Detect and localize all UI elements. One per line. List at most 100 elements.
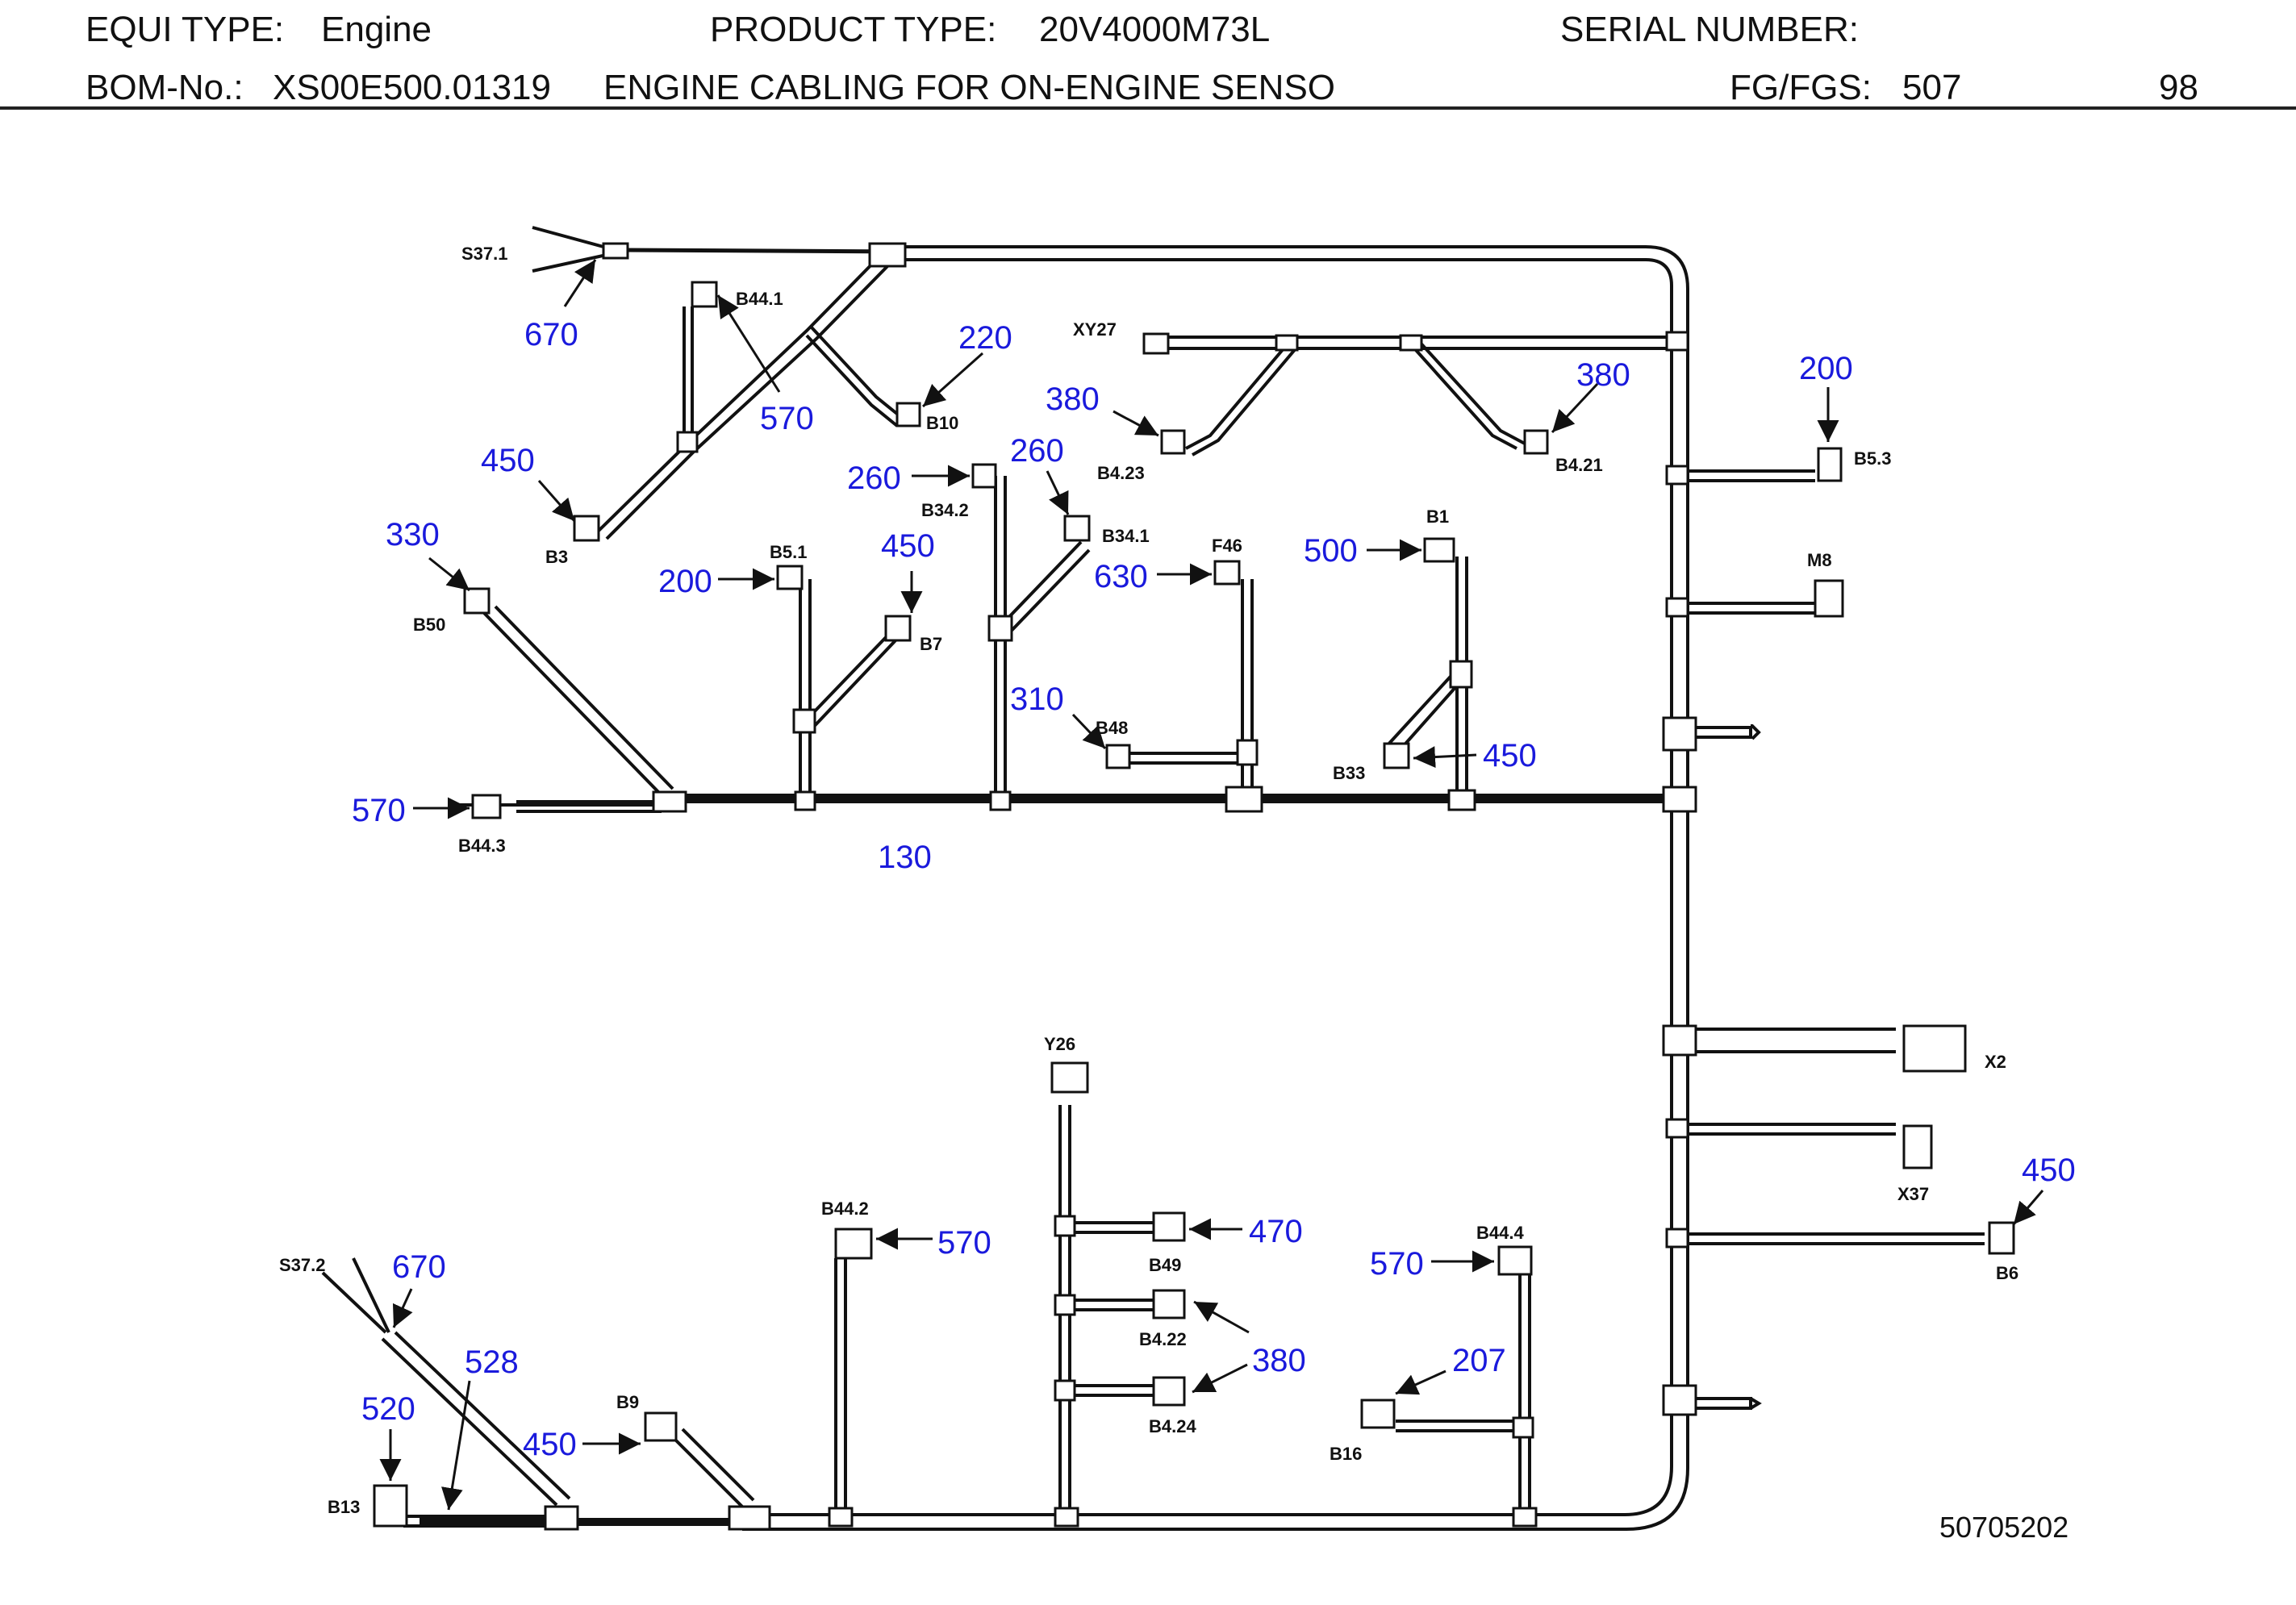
branch-b50 xyxy=(482,605,674,797)
label-b50: B50 xyxy=(413,615,445,635)
product-type-label: PRODUCT TYPE: xyxy=(710,10,997,49)
label-b1: B1 xyxy=(1426,507,1449,527)
callout-numbers: 670 570 220 380 380 200 450 260 260 330 … xyxy=(352,317,2076,1462)
clip-bottom-2 xyxy=(1054,1507,1079,1528)
clip-right-5 xyxy=(1662,786,1697,813)
label-b49: B49 xyxy=(1149,1255,1181,1275)
bom-description: ENGINE CABLING FOR ON-ENGINE SENSO xyxy=(603,68,1336,107)
label-b5-3: B5.3 xyxy=(1854,448,1891,469)
label-xy27: XY27 xyxy=(1073,319,1117,340)
branch-b49 xyxy=(1070,1221,1154,1234)
branch-b44-2 xyxy=(834,1258,847,1516)
connector-b50-symbol xyxy=(463,587,491,615)
label-x2: X2 xyxy=(1985,1052,2006,1072)
clip-y26-2 xyxy=(1054,1294,1076,1316)
connector-b48-symbol xyxy=(1105,744,1131,769)
callout-670-top: 670 xyxy=(524,317,578,352)
clip-bottom-4 xyxy=(728,1505,771,1531)
callout-207: 207 xyxy=(1452,1343,1506,1378)
label-y26: Y26 xyxy=(1044,1034,1075,1054)
callout-630: 630 xyxy=(1094,559,1148,594)
label-s37-2: S37.2 xyxy=(279,1255,326,1275)
fg-label: FG/FGS: xyxy=(1730,68,1872,107)
callout-450-b3: 450 xyxy=(481,443,535,478)
connector-m8-symbol xyxy=(1814,579,1844,618)
label-b5-1: B5.1 xyxy=(770,542,807,562)
connector-y26-symbol xyxy=(1050,1061,1089,1094)
label-b44-2: B44.2 xyxy=(821,1199,869,1219)
label-b34-2: B34.2 xyxy=(921,500,969,520)
label-b16: B16 xyxy=(1330,1444,1362,1464)
harness-clips xyxy=(544,242,1697,1531)
clip-right-9 xyxy=(1662,1384,1697,1416)
callout-260-b34-1: 260 xyxy=(1010,433,1064,469)
callout-arrows xyxy=(379,259,2044,1511)
clip-b16 xyxy=(1512,1416,1534,1439)
callout-450-b33: 450 xyxy=(1483,738,1537,773)
callout-450-b9: 450 xyxy=(523,1427,577,1462)
clip-mid-2 xyxy=(794,790,816,811)
callout-330: 330 xyxy=(386,517,440,552)
branch-b44-3 xyxy=(516,800,662,813)
branch-b4-23 xyxy=(1185,340,1299,456)
branch-b4-21 xyxy=(1407,337,1526,450)
callout-570-b44-1: 570 xyxy=(760,401,814,436)
connector-b9-symbol xyxy=(644,1411,678,1442)
branch-b5-3 xyxy=(1688,469,1815,482)
connector-b4-24-symbol xyxy=(1152,1376,1186,1407)
callout-670-bottom: 670 xyxy=(392,1249,446,1285)
connector-b13-symbol xyxy=(373,1484,408,1528)
branch-b44-1 xyxy=(683,306,694,442)
connector-b5-1-symbol xyxy=(776,565,804,590)
callout-380-bottom: 380 xyxy=(1252,1343,1306,1378)
connector-b3-symbol xyxy=(573,515,600,542)
clip-y26-3 xyxy=(1054,1379,1076,1402)
clip-mid-4 xyxy=(1225,786,1263,813)
connector-x37-symbol xyxy=(1902,1124,1933,1169)
clip-right-1 xyxy=(1665,331,1689,352)
arrow-450-b3 xyxy=(537,480,576,522)
label-b44-1: B44.1 xyxy=(736,289,783,309)
label-b44-3: B44.3 xyxy=(458,836,506,856)
callout-130: 130 xyxy=(878,840,932,875)
branch-b34-1 xyxy=(1004,540,1091,639)
label-b13: B13 xyxy=(328,1497,360,1517)
arrow-380-b4-22 xyxy=(1193,1300,1250,1334)
clip-mid-5 xyxy=(1447,789,1476,811)
callout-500: 500 xyxy=(1304,533,1358,569)
branch-b13 xyxy=(403,1515,557,1528)
connector-symbols xyxy=(373,242,2015,1528)
connector-b34-2-symbol xyxy=(971,463,997,489)
page-number: 98 xyxy=(2159,68,2198,107)
arrow-670-top xyxy=(563,259,597,307)
clip-xy27-b xyxy=(1399,334,1423,352)
connector-b44-3-symbol xyxy=(471,794,502,819)
clip-xy27-a xyxy=(1275,334,1299,352)
connector-b7-symbol xyxy=(884,615,912,642)
inner-trunk-loop xyxy=(742,258,1673,1516)
connector-b4-21-symbol xyxy=(1523,429,1549,455)
outer-trunk-loop xyxy=(742,245,1689,1531)
connector-b10-symbol xyxy=(895,402,921,427)
clip-b5-1 xyxy=(792,708,816,734)
branch-b16 xyxy=(1396,1419,1520,1432)
branch-b10 xyxy=(805,326,904,427)
callout-520: 520 xyxy=(361,1391,415,1427)
s37-2-wires xyxy=(321,1257,390,1334)
label-b6: B6 xyxy=(1996,1263,2018,1283)
arrow-330 xyxy=(428,557,470,592)
arrow-380-b4-21 xyxy=(1551,382,1599,434)
clip-b1 xyxy=(1449,660,1473,689)
arrow-570-b44-1 xyxy=(716,294,781,393)
connector-x2-symbol xyxy=(1902,1024,1967,1073)
branch-b6 xyxy=(1688,1232,1985,1245)
connector-xy27-symbol xyxy=(1142,332,1170,355)
label-b4-23: B4.23 xyxy=(1097,463,1145,483)
connector-b49-symbol xyxy=(1152,1211,1186,1242)
label-x37: X37 xyxy=(1897,1184,1929,1204)
connector-b4-22-symbol xyxy=(1152,1289,1186,1319)
connector-b6-symbol xyxy=(1988,1221,2015,1255)
callout-528: 528 xyxy=(465,1344,519,1380)
label-b7: B7 xyxy=(920,634,942,654)
connector-b5-3-symbol xyxy=(1817,447,1843,482)
